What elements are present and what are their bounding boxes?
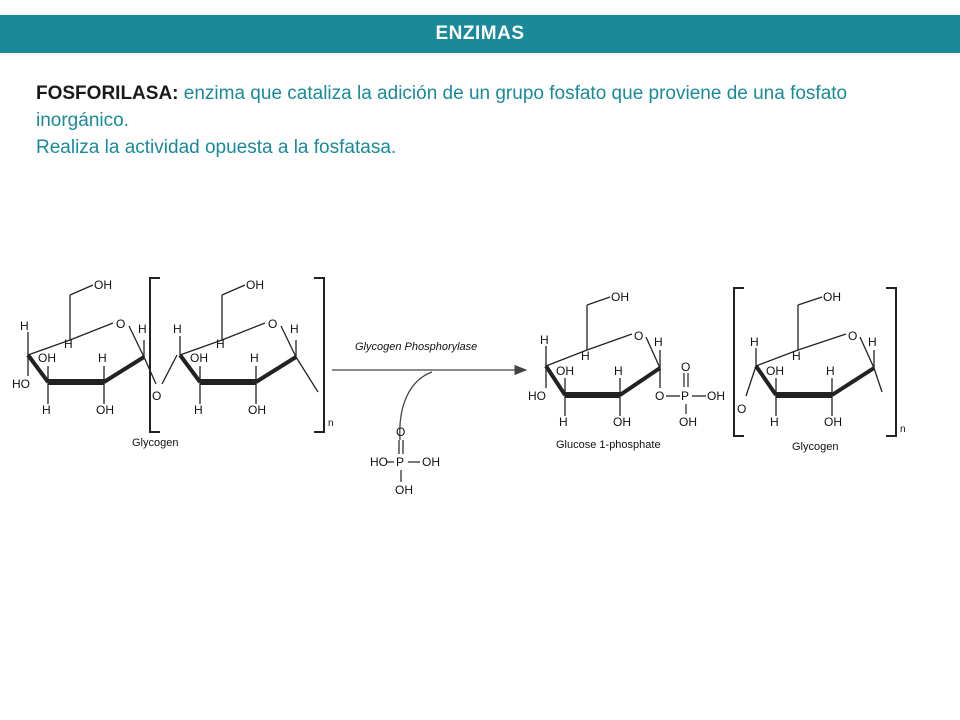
title-bar: ENZIMAS [0, 15, 960, 53]
svg-text:OH: OH [823, 290, 841, 304]
enzyme-label: Glycogen Phosphorylase [355, 341, 477, 353]
glucose-1-phosphate-atoms: OH O H H OH H H HO H OH O O P OH OH [528, 290, 725, 429]
svg-text:H: H [540, 333, 549, 347]
svg-text:H: H [770, 415, 779, 429]
svg-text:OH: OH [96, 403, 114, 417]
svg-text:O: O [116, 317, 125, 331]
glucose-1-phosphate-caption: Glucose 1-phosphate [556, 439, 661, 451]
phosphate-input-arc [399, 371, 433, 441]
svg-text:OH: OH [766, 364, 784, 378]
svg-text:O: O [681, 360, 690, 374]
svg-text:O: O [848, 329, 857, 343]
second-glucose-ring [178, 284, 319, 404]
svg-text:H: H [559, 415, 568, 429]
right-glycogen-atoms: OH O H H OH H H H OH [750, 290, 877, 429]
svg-text:HO: HO [12, 377, 30, 391]
svg-text:H: H [98, 351, 107, 365]
svg-text:H: H [654, 335, 663, 349]
right-repeat-n: n [900, 424, 906, 435]
svg-text:OH: OH [38, 351, 56, 365]
svg-text:H: H [216, 337, 225, 351]
enzyme-definition: enzima que cataliza la adición de un gru… [36, 83, 848, 131]
left-glucose-atoms: OH O H H OH H H HO H OH O [12, 278, 161, 417]
svg-text:OH: OH [824, 415, 842, 429]
svg-text:OH: OH [613, 415, 631, 429]
svg-text:H: H [138, 322, 147, 336]
svg-text:H: H [581, 349, 590, 363]
svg-text:H: H [250, 351, 259, 365]
right-bracket-close [886, 287, 897, 437]
svg-text:OH: OH [422, 455, 440, 469]
svg-text:H: H [614, 364, 623, 378]
inorganic-phosphate: O HO P OH OH [370, 425, 440, 497]
left-glycogen-caption: Glycogen [132, 437, 178, 449]
svg-text:H: H [826, 364, 835, 378]
svg-text:O: O [634, 329, 643, 343]
svg-text:H: H [42, 403, 51, 417]
right-glycosidic-oxygen: O [737, 402, 746, 416]
svg-text:OH: OH [190, 351, 208, 365]
right-glycogen-ring [745, 296, 883, 416]
svg-text:OH: OH [248, 403, 266, 417]
svg-text:O: O [268, 317, 277, 331]
svg-text:O: O [152, 389, 161, 403]
svg-text:O: O [655, 389, 664, 403]
left-bracket-open [149, 277, 160, 433]
left-bracket-close [314, 277, 325, 433]
svg-text:OH: OH [556, 364, 574, 378]
svg-text:OH: OH [395, 483, 413, 497]
page-title: ENZIMAS [435, 23, 525, 44]
glucose-1-phosphate-ring [544, 296, 706, 416]
svg-text:OH: OH [679, 415, 697, 429]
left-glucose-ring [26, 284, 178, 404]
svg-text:P: P [681, 389, 689, 403]
svg-text:H: H [173, 322, 182, 336]
svg-text:H: H [868, 335, 877, 349]
svg-text:OH: OH [94, 278, 112, 292]
second-glucose-atoms: OH O H H OH H H H OH [173, 278, 299, 417]
svg-text:H: H [20, 319, 29, 333]
svg-text:HO: HO [528, 389, 546, 403]
svg-text:H: H [792, 349, 801, 363]
right-glycogen-caption: Glycogen [792, 441, 838, 453]
svg-text:OH: OH [611, 290, 629, 304]
svg-text:H: H [290, 322, 299, 336]
svg-text:H: H [64, 337, 73, 351]
enzyme-term: FOSFORILASA: [36, 83, 179, 104]
inorganic-phosphate-bonds [386, 440, 420, 482]
svg-text:HO: HO [370, 455, 388, 469]
svg-text:O: O [396, 425, 405, 439]
svg-text:OH: OH [246, 278, 264, 292]
svg-text:H: H [194, 403, 203, 417]
left-repeat-n: n [328, 418, 334, 429]
enzyme-note: Realiza la actividad opuesta a la fosfat… [36, 137, 397, 158]
svg-text:P: P [396, 455, 404, 469]
svg-text:H: H [750, 335, 759, 349]
svg-text:OH: OH [707, 389, 725, 403]
description-text: FOSFORILASA: enzima que cataliza la adic… [36, 80, 926, 161]
right-bracket-open [733, 287, 744, 437]
